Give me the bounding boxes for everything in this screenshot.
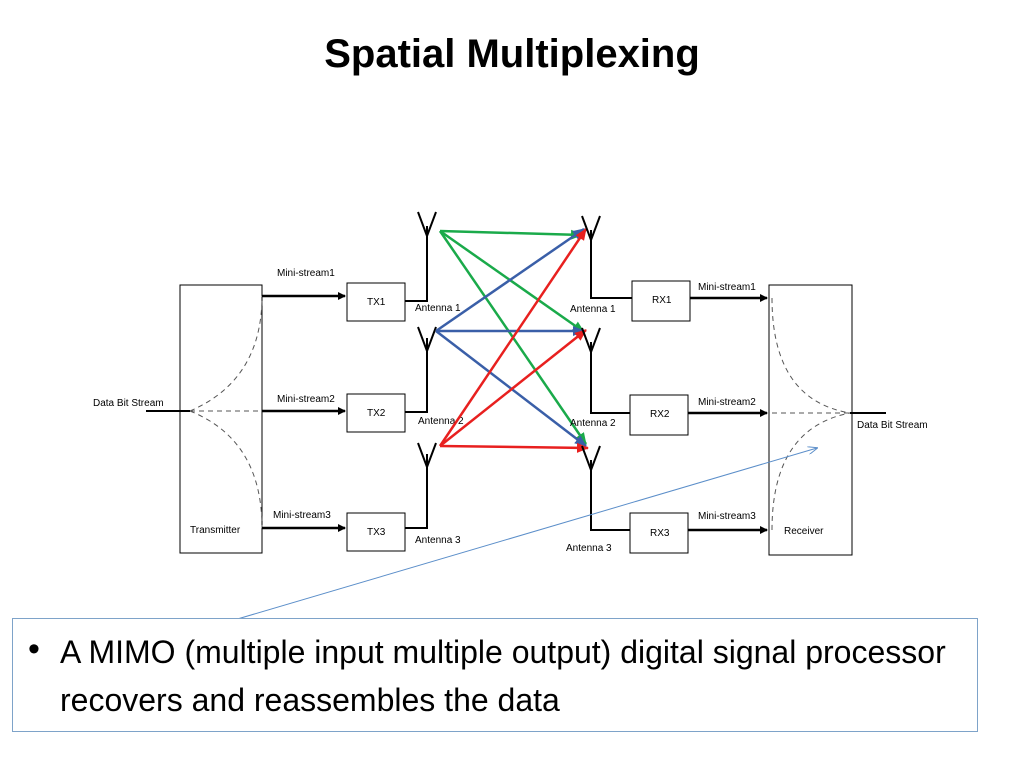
tx-antenna-1-icon xyxy=(417,211,437,239)
tx-antenna-1-label: Antenna 1 xyxy=(415,303,461,314)
tx-split-curve-top xyxy=(189,295,263,412)
tx2-label: TX2 xyxy=(367,408,386,419)
tx-antenna-3-icon xyxy=(417,442,437,470)
rx1-feed xyxy=(590,230,632,299)
tx-split-curve-bottom xyxy=(189,410,263,529)
rx-combine-curve-top xyxy=(771,297,851,414)
tx-ministream-2-label: Mini-stream2 xyxy=(277,394,335,405)
rx3-block xyxy=(629,512,689,554)
rx2-label: RX2 xyxy=(650,409,670,420)
tx-ministream-3-label: Mini-stream3 xyxy=(273,510,331,521)
receiver-box xyxy=(768,284,853,556)
rx3-label: RX3 xyxy=(650,528,670,539)
tx-antenna-2-label: Antenna 2 xyxy=(418,416,464,427)
path-a2-to-b1 xyxy=(435,227,585,333)
tx1-block xyxy=(346,282,406,322)
rx-ministream-2-label: Mini-stream2 xyxy=(698,397,756,408)
rx-output-label: Data Bit Stream xyxy=(857,420,928,431)
path-a1-to-b1 xyxy=(439,229,583,240)
rx2-block xyxy=(629,394,689,436)
transmitter-box xyxy=(179,284,263,554)
tx3-label: TX3 xyxy=(367,527,386,538)
rx-antenna-1-label: Antenna 1 xyxy=(570,304,616,315)
tx-ministream-1-label: Mini-stream1 xyxy=(277,268,335,279)
path-a3-to-b3 xyxy=(439,442,589,453)
tx3-feed xyxy=(405,454,428,529)
rx-combine-curve-bottom xyxy=(771,412,851,531)
tx2-feed xyxy=(405,338,428,413)
tx1-label: TX1 xyxy=(367,297,386,308)
rx2-feed xyxy=(590,342,630,414)
rx3-feed xyxy=(590,460,630,531)
rx-ministream-1-label: Mini-stream1 xyxy=(698,282,756,293)
rx-antenna-2-label: Antenna 2 xyxy=(570,418,616,429)
path-a1-to-b2 xyxy=(439,229,585,334)
callout-box xyxy=(12,618,978,732)
path-a3-to-b2 xyxy=(439,329,587,447)
tx-antenna-3-label: Antenna 3 xyxy=(415,535,461,546)
tx-input-label: Data Bit Stream xyxy=(93,398,164,409)
rx1-block xyxy=(631,280,691,322)
path-a3-to-b1 xyxy=(438,228,588,447)
callout-pointer-line xyxy=(189,448,817,634)
tx2-block xyxy=(346,393,406,433)
transmitter-label: Transmitter xyxy=(190,525,241,536)
tx-antenna-2-icon xyxy=(417,326,437,354)
tx3-block xyxy=(346,512,406,552)
callout-text: A MIMO (multiple input multiple output) … xyxy=(60,634,946,718)
callout-bullet: • xyxy=(28,630,40,668)
tx1-feed xyxy=(405,226,428,302)
receiver-label: Receiver xyxy=(784,526,824,537)
rx1-label: RX1 xyxy=(652,295,672,306)
rx-ministream-3-label: Mini-stream3 xyxy=(698,511,756,522)
rx-antenna-3-label: Antenna 3 xyxy=(566,543,612,554)
slide-title: Spatial Multiplexing xyxy=(324,32,700,76)
